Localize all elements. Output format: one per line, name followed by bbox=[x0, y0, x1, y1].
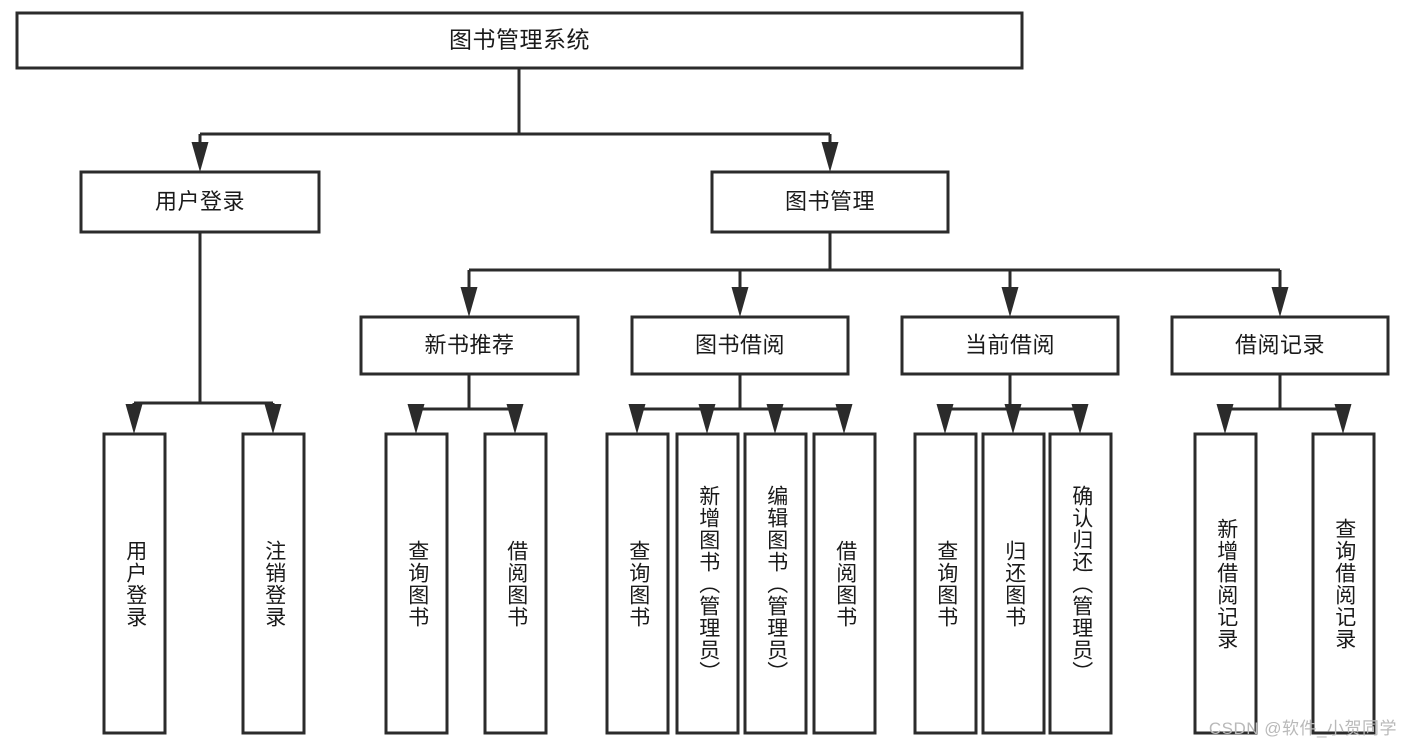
arrow-head-borrow-record-1 bbox=[1334, 404, 1352, 434]
arrow-head-book-borrow-3 bbox=[835, 404, 853, 434]
node-box-leaf-borrow-book-rec[interactable] bbox=[483, 432, 548, 735]
node-label-book-manage: 图书管理 bbox=[785, 189, 875, 214]
node-box-leaf-query-book-rec[interactable] bbox=[384, 432, 449, 735]
node-box-leaf-borrow-book[interactable] bbox=[812, 432, 877, 735]
node-box-leaf-add-book[interactable] bbox=[675, 432, 740, 735]
node-box-leaf-query-book-borrow[interactable] bbox=[605, 432, 670, 735]
node-box-borrow-record[interactable] bbox=[1170, 315, 1390, 376]
node-label-root: 图书管理系统 bbox=[449, 27, 590, 53]
arrow-head-bookmanage-0 bbox=[460, 287, 478, 317]
node-box-book-borrow[interactable] bbox=[630, 315, 850, 376]
watermark-text: CSDN @软件_小贺同学 bbox=[1208, 719, 1397, 738]
arrow-head-bookmanage-3 bbox=[1271, 287, 1289, 317]
node-box-leaf-query-book-current[interactable] bbox=[913, 432, 978, 735]
arrow-head-current-borrow-2 bbox=[1071, 404, 1089, 434]
boxes-layer bbox=[15, 11, 1390, 735]
node-box-leaf-return-book[interactable] bbox=[981, 432, 1046, 735]
node-box-leaf-user-logout[interactable] bbox=[241, 432, 306, 735]
node-box-new-book-recommend[interactable] bbox=[359, 315, 580, 376]
arrow-head-book-borrow-0 bbox=[628, 404, 646, 434]
arrow-head-bookmanage-2 bbox=[1001, 287, 1019, 317]
arrow-head-bookmanage-1 bbox=[731, 287, 749, 317]
node-box-leaf-user-login[interactable] bbox=[102, 432, 167, 735]
arrow-head-current-borrow-0 bbox=[936, 404, 954, 434]
arrow-head-userlogin-0 bbox=[125, 404, 143, 434]
edges-layer bbox=[125, 68, 1352, 434]
node-box-leaf-add-record[interactable] bbox=[1193, 432, 1258, 735]
arrow-head-current-borrow-1 bbox=[1004, 404, 1022, 434]
node-label-book-borrow: 图书借阅 bbox=[695, 332, 785, 357]
arrow-head-new-book-recommend-0 bbox=[407, 404, 425, 434]
arrow-head-root-1 bbox=[821, 142, 839, 172]
arrow-head-book-borrow-1 bbox=[698, 404, 716, 434]
node-label-user-login: 用户登录 bbox=[155, 189, 245, 214]
node-box-book-manage[interactable] bbox=[710, 170, 950, 234]
node-label-borrow-record: 借阅记录 bbox=[1235, 332, 1325, 357]
node-box-leaf-edit-book[interactable] bbox=[743, 432, 808, 735]
node-box-leaf-confirm-return[interactable] bbox=[1048, 432, 1113, 735]
node-box-user-login[interactable] bbox=[79, 170, 321, 234]
node-box-leaf-query-record[interactable] bbox=[1311, 432, 1376, 735]
arrow-head-root-0 bbox=[191, 142, 209, 172]
arrow-head-userlogin-1 bbox=[264, 404, 282, 434]
node-label-current-borrow: 当前借阅 bbox=[965, 332, 1055, 357]
node-label-new-book-recommend: 新书推荐 bbox=[424, 332, 514, 357]
node-box-root[interactable] bbox=[15, 11, 1024, 70]
arrow-head-book-borrow-2 bbox=[766, 404, 784, 434]
node-box-current-borrow[interactable] bbox=[900, 315, 1120, 376]
arrow-head-new-book-recommend-1 bbox=[506, 404, 524, 434]
arrow-head-borrow-record-0 bbox=[1216, 404, 1234, 434]
